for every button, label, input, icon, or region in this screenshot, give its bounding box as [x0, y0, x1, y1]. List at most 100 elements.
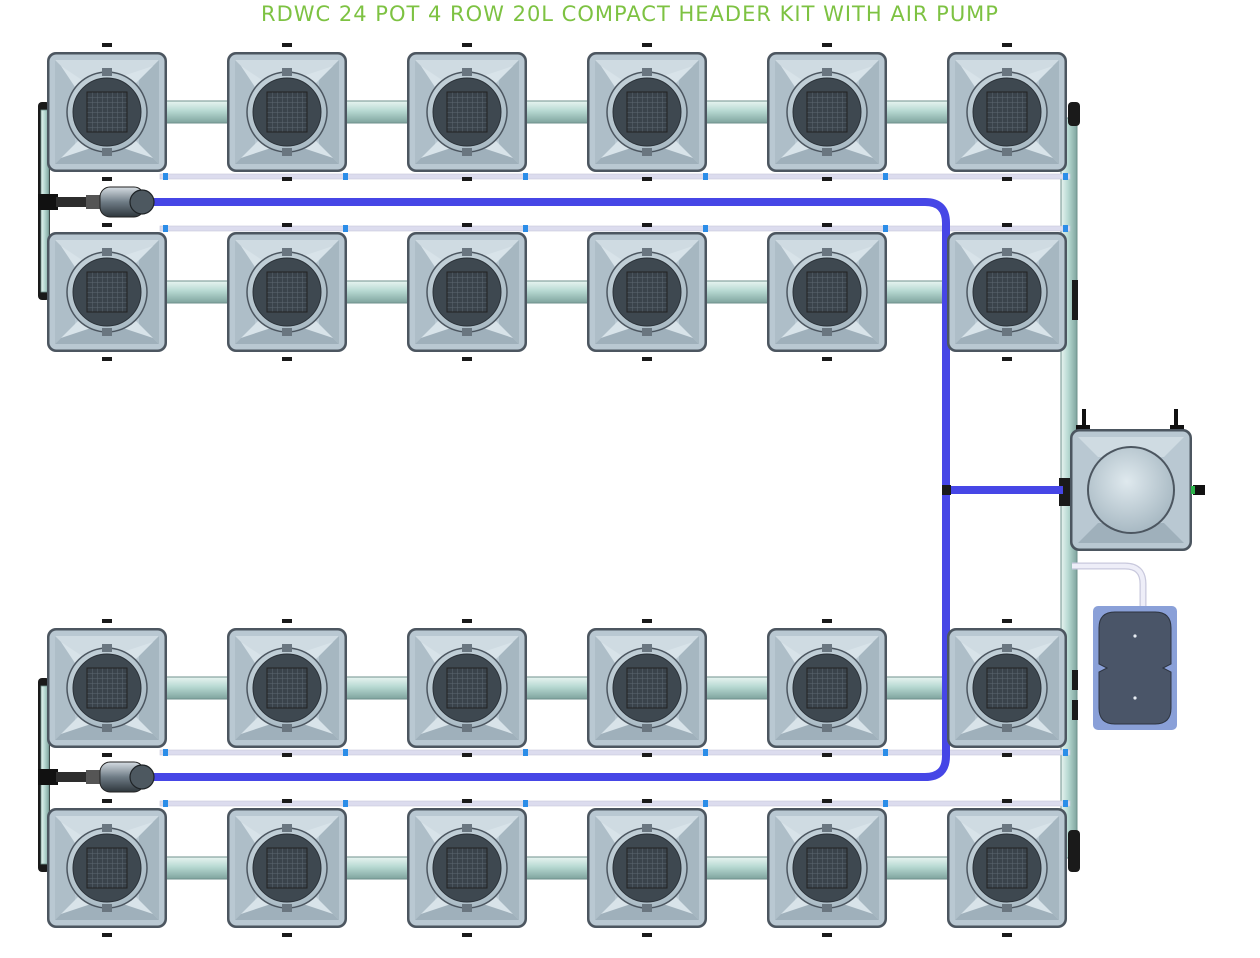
- air-line-fitting: [523, 800, 528, 807]
- pump-impeller-housing: [129, 189, 155, 215]
- pot-r2-c4: [587, 232, 707, 352]
- pot-facet: [55, 816, 75, 920]
- stub: [102, 799, 112, 803]
- pot-tab: [642, 904, 652, 912]
- net-basket: [626, 271, 668, 313]
- air-line-fitting: [1063, 800, 1068, 807]
- net-basket: [446, 847, 488, 889]
- net-basket: [806, 847, 848, 889]
- pot-tab: [822, 644, 832, 652]
- stub: [642, 177, 652, 181]
- net-basket: [86, 271, 128, 313]
- pot-tab: [822, 904, 832, 912]
- pot-tab: [102, 68, 112, 76]
- air-line-fitting: [1063, 225, 1068, 232]
- net-basket: [986, 91, 1028, 133]
- pot-r3-c4: [587, 628, 707, 748]
- pot-r4-c3: [407, 808, 527, 928]
- stub: [1002, 43, 1012, 47]
- pot-facet: [775, 60, 795, 164]
- tank-clip: [1076, 425, 1090, 431]
- pot-tab: [822, 148, 832, 156]
- pot-tab: [282, 904, 292, 912]
- air-pump-line-outline: [1072, 562, 1147, 610]
- air-line-fitting: [343, 173, 348, 180]
- stub: [282, 933, 292, 937]
- pot-tab: [642, 724, 652, 732]
- stub: [822, 753, 832, 757]
- pot-facet: [139, 816, 159, 920]
- header-pipe-connector: [1059, 478, 1071, 506]
- net-basket: [266, 847, 308, 889]
- pot-tab: [462, 148, 472, 156]
- pot-tab: [102, 248, 112, 256]
- air-line-fitting: [883, 800, 888, 807]
- pot-r2-c2: [227, 232, 347, 352]
- stub: [102, 43, 112, 47]
- pot-facet: [55, 636, 75, 740]
- pot-tab: [462, 904, 472, 912]
- pot-tab: [282, 328, 292, 336]
- pot-r2-c5: [767, 232, 887, 352]
- air-line-fitting: [163, 800, 168, 807]
- stub: [822, 619, 832, 623]
- pot-facet: [139, 240, 159, 344]
- stub: [1002, 357, 1012, 361]
- pot-r3-c2: [227, 628, 347, 748]
- pipe-clip: [1072, 300, 1078, 320]
- stub: [462, 357, 472, 361]
- pot-facet: [1039, 60, 1059, 164]
- pump-hose-barb: [56, 772, 86, 782]
- stub: [462, 223, 472, 227]
- stub: [822, 223, 832, 227]
- pot-r1-c5: [767, 52, 887, 172]
- pot-facet: [595, 60, 615, 164]
- pot-facet: [235, 240, 255, 344]
- pot-tab: [462, 644, 472, 652]
- stub: [1002, 933, 1012, 937]
- pot-facet: [775, 816, 795, 920]
- stub: [462, 933, 472, 937]
- pot-facet: [679, 240, 699, 344]
- air-line-fitting: [163, 173, 168, 180]
- pot-tab: [102, 644, 112, 652]
- pot-r1-c2: [227, 52, 347, 172]
- stub: [282, 43, 292, 47]
- stub: [102, 223, 112, 227]
- air-line: [159, 225, 1071, 232]
- stub: [1002, 177, 1012, 181]
- stub: [102, 357, 112, 361]
- net-basket: [626, 91, 668, 133]
- pot-facet: [1039, 240, 1059, 344]
- pot-r4-c4: [587, 808, 707, 928]
- air-line-fitting: [703, 800, 708, 807]
- stub: [1002, 619, 1012, 623]
- tank-clip: [1170, 425, 1184, 431]
- air-line-fitting: [1063, 749, 1068, 756]
- pot-tab: [1002, 644, 1012, 652]
- pot-r2-c1: [47, 232, 167, 352]
- net-basket: [806, 271, 848, 313]
- stub: [282, 799, 292, 803]
- pump-nut: [86, 770, 100, 784]
- pot-facet: [139, 636, 159, 740]
- stub: [462, 619, 472, 623]
- net-basket: [986, 271, 1028, 313]
- equipment: [38, 186, 1205, 793]
- pump-end-fitting: [38, 769, 58, 785]
- pot-r4-c5: [767, 808, 887, 928]
- pot-r1-c3: [407, 52, 527, 172]
- page-title: RDWC 24 POT 4 ROW 20L COMPACT HEADER KIT…: [261, 2, 999, 26]
- pot-r4-c2: [227, 808, 347, 928]
- stub: [462, 753, 472, 757]
- net-basket: [806, 91, 848, 133]
- air-line-fitting: [163, 225, 168, 232]
- net-basket: [446, 271, 488, 313]
- air-line-fitting: [1063, 173, 1068, 180]
- tee-fitting: [942, 485, 951, 495]
- pot-r2-c3: [407, 232, 527, 352]
- pot-r3-c5: [767, 628, 887, 748]
- pot-facet: [679, 816, 699, 920]
- pot-facet: [955, 816, 975, 920]
- pot-tab: [102, 904, 112, 912]
